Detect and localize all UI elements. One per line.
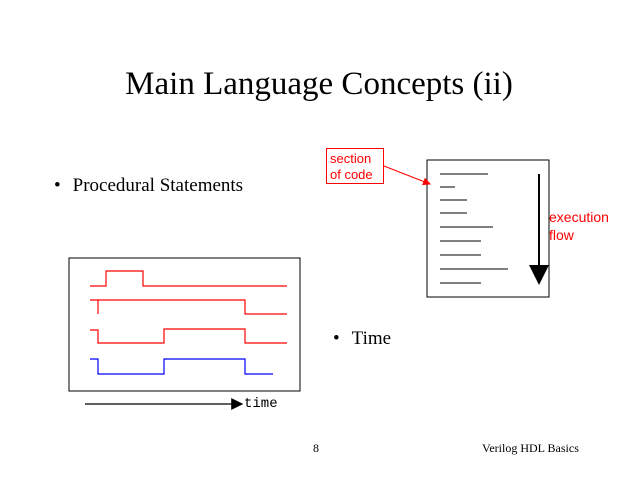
code-block-box: [426, 159, 550, 298]
section-of-code-label: section of code: [330, 151, 373, 183]
time-axis-label: time: [244, 396, 278, 412]
bullet-procedural-statements: • Procedural Statements: [54, 175, 243, 197]
execution-label-line1: execution: [549, 209, 609, 225]
bullet-marker: •: [54, 175, 61, 196]
section-label-box: [326, 148, 384, 184]
waveform-box: [68, 257, 301, 392]
waveform-red-3: [90, 328, 287, 344]
execution-flow-label: execution flow: [549, 208, 609, 244]
bullet-text: Procedural Statements: [72, 175, 244, 196]
waveform-blue: [90, 358, 273, 375]
waveform-red-2: [90, 299, 287, 315]
waveform-red-1: [90, 270, 287, 287]
footer-page-number: 8: [313, 441, 319, 455]
execution-label-line2: flow: [549, 227, 574, 243]
code-lines: [440, 173, 508, 284]
section-label-line2: of code: [330, 167, 373, 182]
bullet-time: • Time: [333, 328, 391, 350]
bullet-text: Time: [351, 328, 392, 349]
footer-course-name: Verilog HDL Basics: [482, 441, 579, 455]
section-label-line1: section: [330, 151, 372, 166]
bullet-marker: •: [333, 328, 340, 349]
slide-title: Main Language Concepts (ii): [125, 66, 513, 102]
section-pointer-arrow: [383, 165, 431, 186]
